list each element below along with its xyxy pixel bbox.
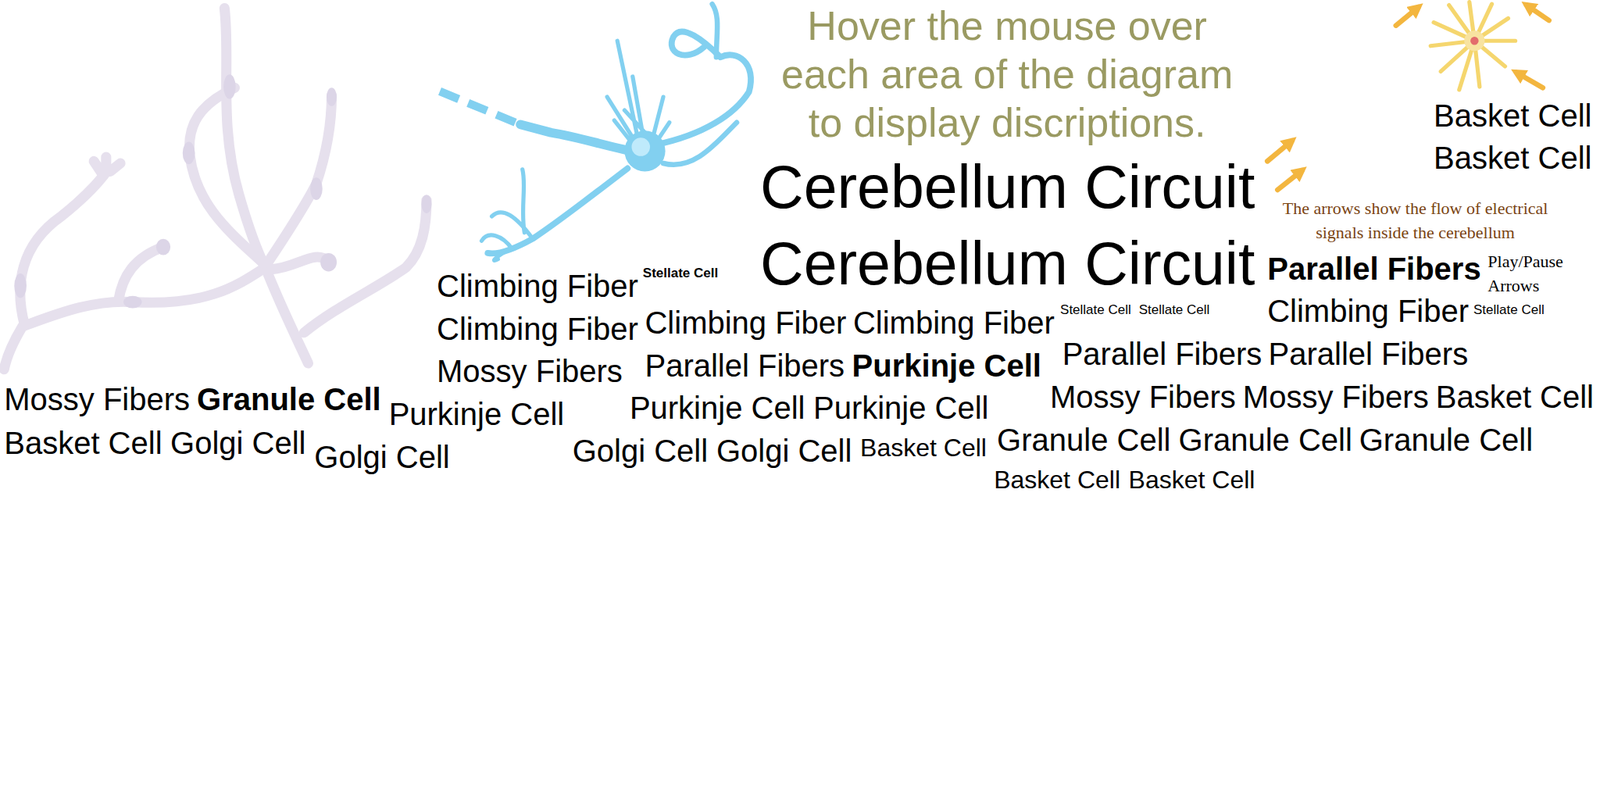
text-line: The arrows show the flow of electrical [1282,196,1549,221]
label: Parallel Fibers [1062,335,1263,373]
label: Stellate Cell [1060,302,1132,318]
label: The arrows show the flow of electrical s… [1282,196,1549,245]
golgi-cell-nucleus [631,137,650,157]
text-line: signals inside the cerebellum [1282,220,1549,245]
label: Basket Cell [860,432,987,463]
label: Granule Cell [996,421,1171,459]
text-line: Play/Pause [1487,249,1564,274]
label: Granule Cell [1359,421,1533,459]
text-line: Arrows [1487,273,1564,298]
title: Cerebellum Circuit [760,150,1255,223]
label: Mossy Fibers [1050,378,1236,416]
label: Hover the mouse over each area of the di… [781,1,1233,147]
label: Mossy Fibers [436,352,623,390]
label: Basket Cell [993,464,1121,495]
label: Stellate Cell [642,265,718,282]
label: Basket Cell [3,424,162,462]
basket-cell-nucleus [1470,36,1479,45]
label: Mossy Fibers [3,380,190,418]
label: Basket Cell [1435,378,1594,416]
label: Parallel Fibers [1267,250,1481,288]
label: Mossy Fibers [1242,378,1429,416]
granule-cell-figure [3,7,427,369]
label: Purkinje Cell [813,389,990,427]
label: Climbing Fiber [1267,292,1469,330]
golgi-cell-figure [433,3,751,261]
golgi-cell-body [624,130,665,172]
label: Purkinje Cell [852,346,1042,385]
label: Purkinje Cell [389,395,565,433]
label: Golgi Cell [314,438,450,476]
label: Basket Cell [1433,139,1592,177]
label: Parallel Fibers [1268,335,1469,373]
text-line: Hover the mouse over [781,1,1233,50]
label: Golgi Cell [716,432,852,470]
label: Climbing Fiber [436,267,639,305]
label: Climbing Fiber [853,303,1055,342]
label: Parallel Fibers [644,346,845,385]
label: Climbing Fiber [436,310,639,348]
text-line: to display discriptions. [781,98,1233,147]
basket-cell-body [1464,30,1485,51]
label: Granule Cell [1178,421,1353,459]
label: Play/Pause Arrows [1487,249,1564,298]
basket-cell-figure [1430,2,1515,90]
label: Basket Cell [1128,464,1256,495]
label: Purkinje Cell [629,389,806,427]
label: Climbing Fiber [644,303,847,342]
label: Golgi Cell [572,432,708,470]
label: Golgi Cell [170,424,306,462]
text-line: each area of the diagram [781,50,1233,99]
label: Stellate Cell [1473,302,1545,318]
granule-cell-bulbs [14,74,432,308]
label: Cerebellum Circuit [760,227,1255,300]
label: Basket Cell [1433,96,1592,135]
label: Granule Cell [196,380,382,418]
label: Stellate Cell [1139,302,1211,318]
